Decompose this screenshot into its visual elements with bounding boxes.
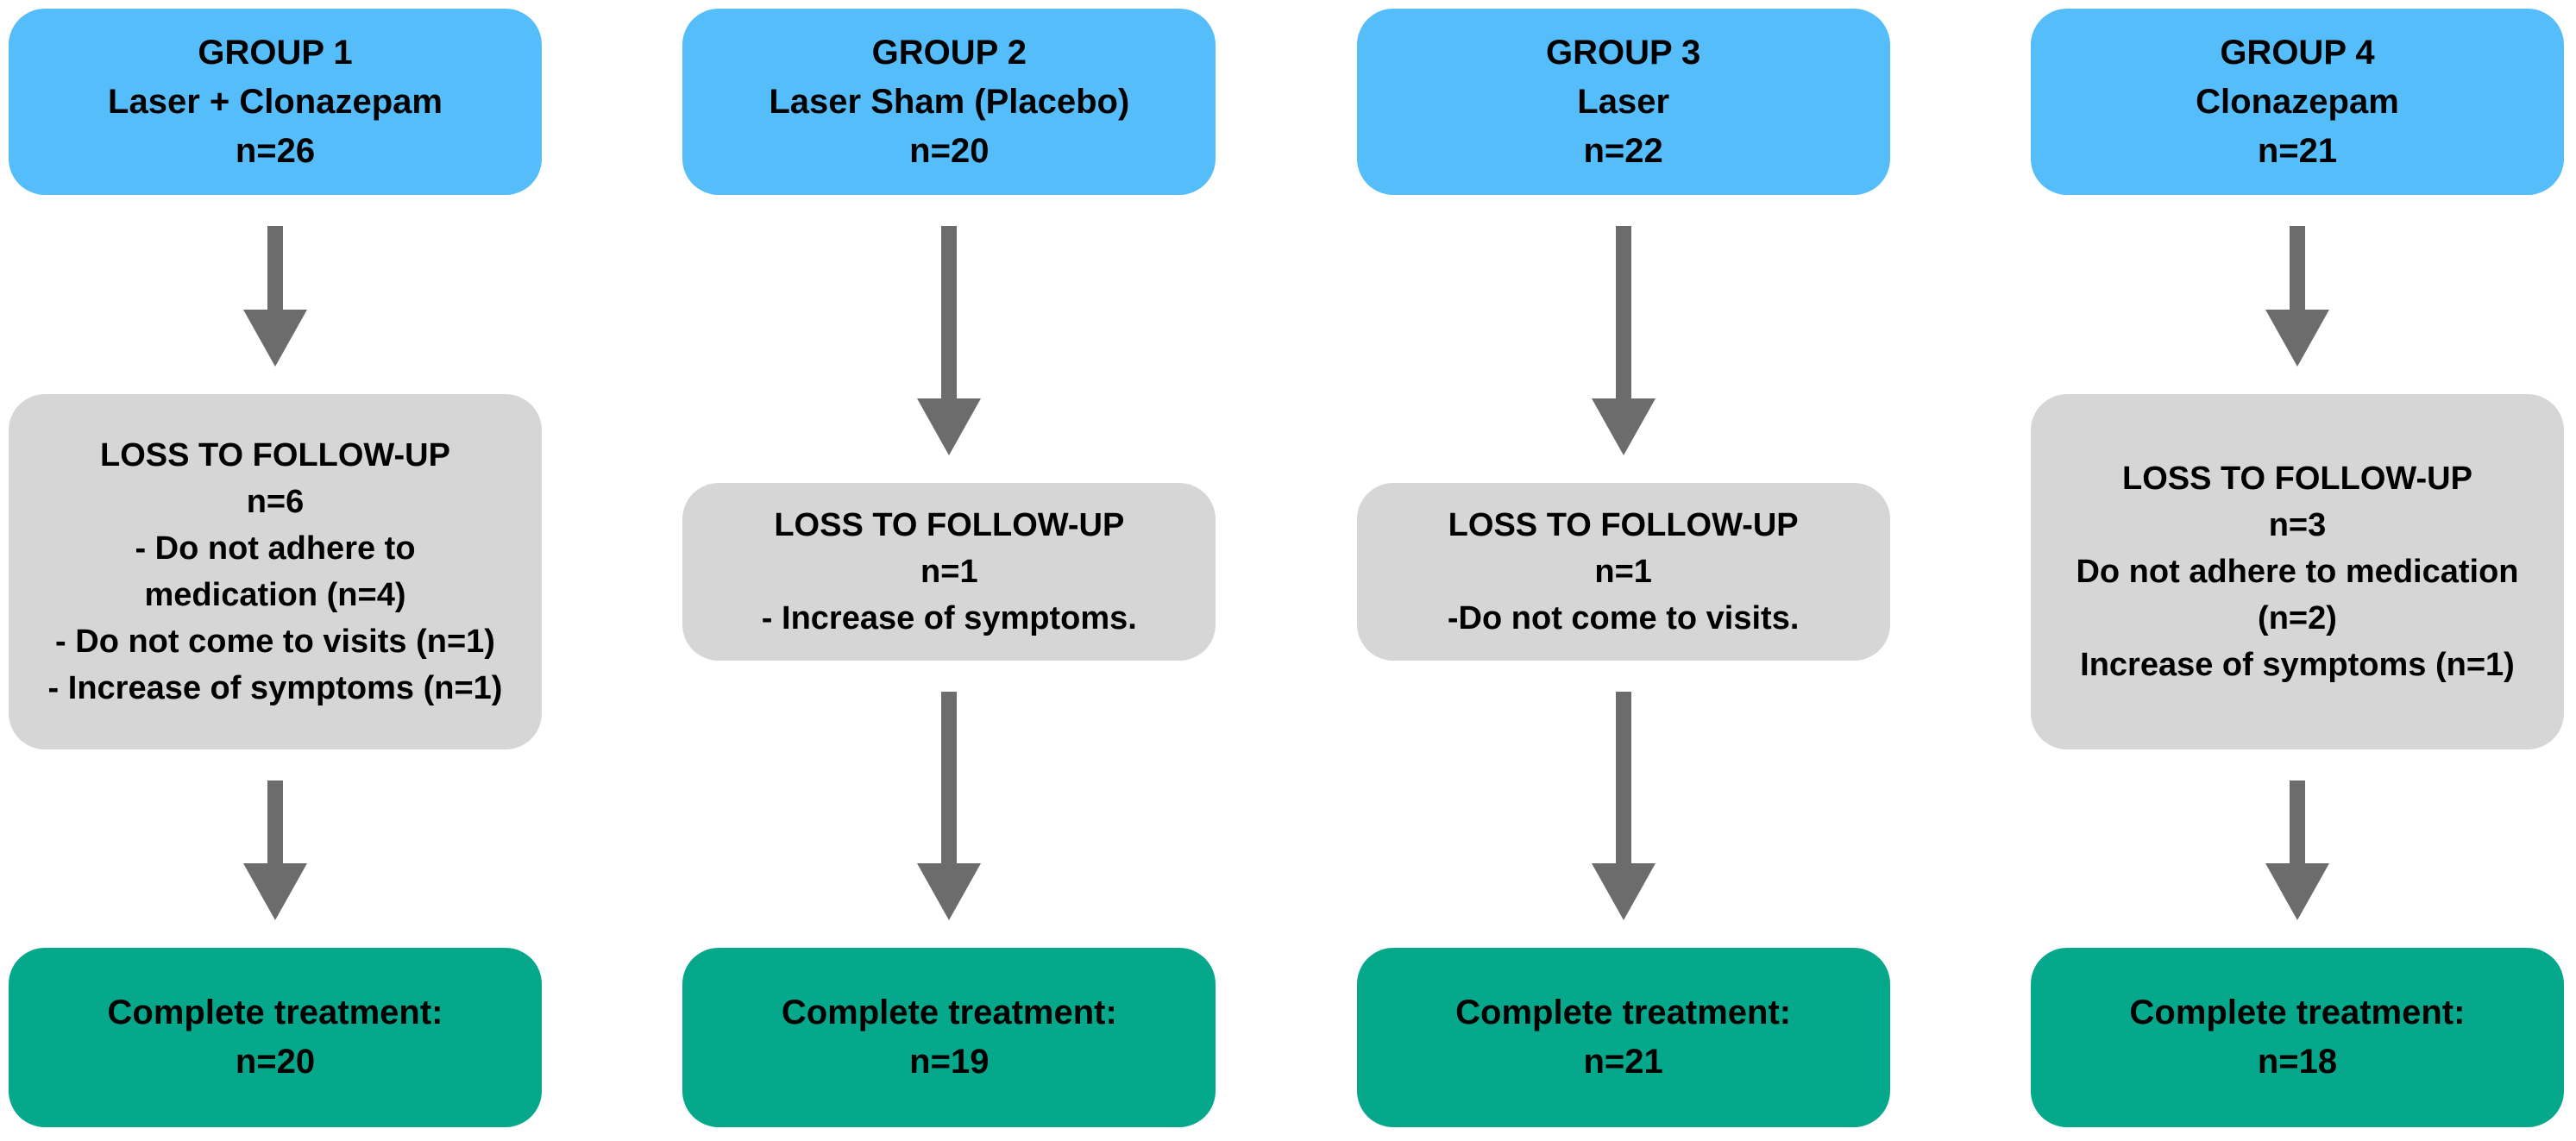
complete-treatment-box: Complete treatment: n=20: [9, 948, 542, 1127]
column-group-2: GROUP 2 Laser Sham (Placebo) n=20 LOSS T…: [682, 9, 1216, 1127]
down-arrow-icon: [2265, 195, 2329, 394]
group-treatment: Laser + Clonazepam: [108, 82, 443, 121]
group-title: GROUP 1: [198, 33, 353, 72]
column-group-1: GROUP 1 Laser + Clonazepam n=26 LOSS TO …: [9, 9, 542, 1127]
arrow-stem: [941, 226, 958, 398]
arrow-stem: [2289, 780, 2305, 863]
down-arrow-icon: [917, 195, 982, 483]
loss-reason: Do not adhere to medication: [2076, 553, 2519, 590]
loss-n: n=3: [2268, 506, 2327, 543]
group-n: n=20: [909, 131, 990, 170]
group-treatment: Laser: [1577, 82, 1670, 121]
group-n: n=21: [2257, 131, 2338, 170]
down-arrow-icon: [243, 749, 307, 949]
complete-label: Complete treatment:: [2129, 994, 2466, 1031]
arrow-stem: [1615, 691, 1631, 863]
complete-n: n=21: [1583, 1043, 1663, 1081]
loss-title: LOSS TO FOLLOW-UP: [100, 436, 450, 473]
loss-reason: medication (n=4): [144, 576, 406, 613]
loss-reason: Increase of symptoms (n=1): [2080, 646, 2515, 683]
complete-n: n=20: [235, 1043, 316, 1081]
down-arrow-icon: [243, 195, 307, 394]
arrow-head: [2265, 863, 2329, 920]
arrow-head: [1591, 398, 1656, 455]
complete-n: n=18: [2257, 1043, 2338, 1081]
loss-title: LOSS TO FOLLOW-UP: [774, 506, 1125, 543]
complete-label: Complete treatment:: [107, 994, 443, 1031]
group-title: GROUP 4: [2220, 33, 2375, 72]
arrow-head: [1591, 863, 1656, 920]
arrow-stem: [267, 780, 283, 863]
loss-reason: - Increase of symptoms.: [761, 599, 1137, 636]
arrow-head: [243, 863, 307, 920]
group-1-box: GROUP 1 Laser + Clonazepam n=26: [9, 9, 542, 195]
complete-treatment-box: Complete treatment: n=18: [2030, 948, 2564, 1127]
loss-reason: (n=2): [2258, 599, 2337, 636]
arrow-stem: [1615, 226, 1631, 398]
complete-treatment-box: Complete treatment: n=19: [682, 948, 1216, 1127]
arrow-stem: [2289, 226, 2305, 310]
group-title: GROUP 2: [871, 33, 1027, 72]
group-treatment: Laser Sham (Placebo): [769, 82, 1130, 121]
loss-to-follow-up-box: LOSS TO FOLLOW-UP n=1 - Increase of symp…: [682, 482, 1216, 661]
column-group-3: GROUP 3 Laser n=22 LOSS TO FOLLOW-UP n=1…: [1356, 9, 1890, 1127]
arrow-head: [243, 309, 307, 367]
group-4-box: GROUP 4 Clonazepam n=21: [2030, 9, 2564, 195]
loss-reason: -Do not come to visits.: [1447, 599, 1800, 636]
loss-n: n=1: [1594, 553, 1652, 590]
down-arrow-icon: [917, 661, 982, 949]
group-n: n=26: [235, 131, 316, 170]
loss-n: n=1: [920, 553, 978, 590]
down-arrow-icon: [1591, 195, 1656, 483]
loss-title: LOSS TO FOLLOW-UP: [2122, 460, 2472, 497]
loss-to-follow-up-box: LOSS TO FOLLOW-UP n=6 - Do not adhere to…: [9, 393, 542, 749]
arrow-head: [917, 398, 982, 455]
arrow-stem: [941, 691, 958, 863]
group-3-box: GROUP 3 Laser n=22: [1356, 9, 1890, 195]
complete-label: Complete treatment:: [1455, 994, 1792, 1031]
group-treatment: Clonazepam: [2196, 82, 2399, 121]
down-arrow-icon: [2265, 749, 2329, 949]
down-arrow-icon: [1591, 661, 1656, 949]
loss-reason: - Do not come to visits (n=1): [55, 623, 495, 660]
arrow-stem: [267, 226, 283, 310]
group-title: GROUP 3: [1545, 33, 1701, 72]
arrow-head: [917, 863, 982, 920]
loss-reason: - Do not adhere to: [135, 530, 416, 567]
group-2-box: GROUP 2 Laser Sham (Placebo) n=20: [682, 9, 1216, 195]
loss-title: LOSS TO FOLLOW-UP: [1448, 506, 1799, 543]
complete-treatment-box: Complete treatment: n=21: [1356, 948, 1890, 1127]
loss-to-follow-up-box: LOSS TO FOLLOW-UP n=1 -Do not come to vi…: [1356, 482, 1890, 661]
group-n: n=22: [1583, 131, 1663, 170]
loss-reason: - Increase of symptoms (n=1): [47, 669, 503, 706]
loss-n: n=6: [246, 483, 305, 520]
arrow-head: [2265, 309, 2329, 367]
column-group-4: GROUP 4 Clonazepam n=21 LOSS TO FOLLOW-U…: [2030, 9, 2564, 1127]
complete-n: n=19: [909, 1043, 990, 1081]
loss-to-follow-up-box: LOSS TO FOLLOW-UP n=3 Do not adhere to m…: [2030, 393, 2564, 749]
complete-label: Complete treatment:: [781, 994, 1117, 1031]
